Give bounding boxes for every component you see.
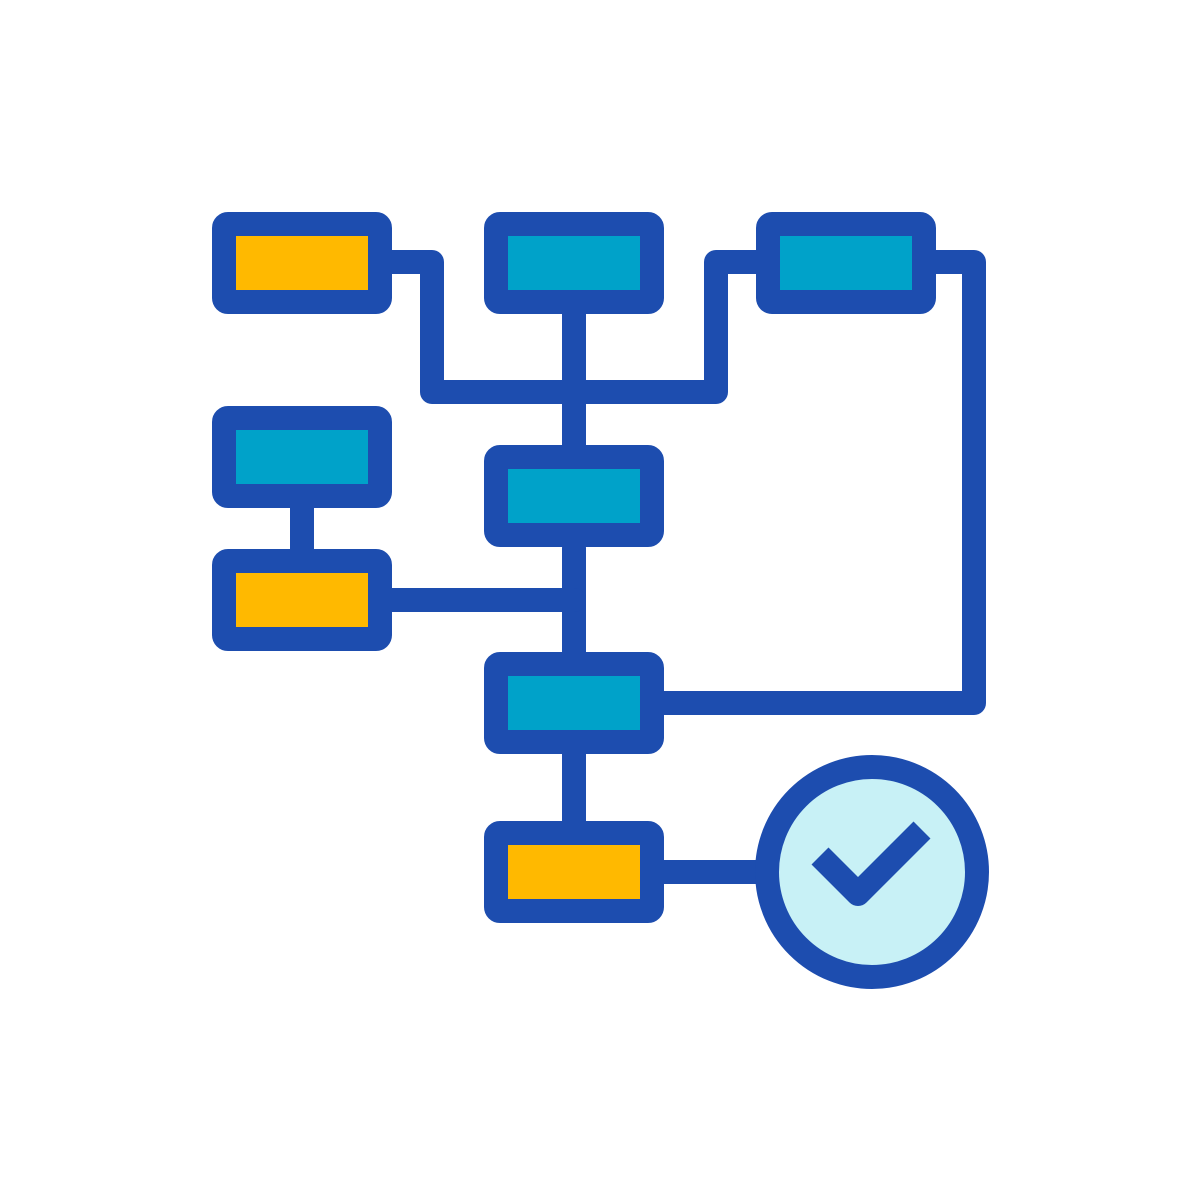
check-mark xyxy=(811,821,931,906)
node-top-left xyxy=(212,212,392,314)
node-bottom xyxy=(484,821,664,923)
approved-check-icon xyxy=(755,755,989,989)
node-center xyxy=(484,445,664,547)
node-mid-left-upper xyxy=(212,406,392,508)
node-center-lower xyxy=(484,652,664,754)
node-top-center xyxy=(484,212,664,314)
node-mid-left-lower xyxy=(212,549,392,651)
connector-lines xyxy=(290,250,986,884)
connector-top-left xyxy=(380,250,586,404)
flow-nodes xyxy=(212,212,936,923)
node-top-right xyxy=(756,212,936,314)
connector-loop-back xyxy=(652,250,986,715)
connector-top-right xyxy=(562,250,768,404)
